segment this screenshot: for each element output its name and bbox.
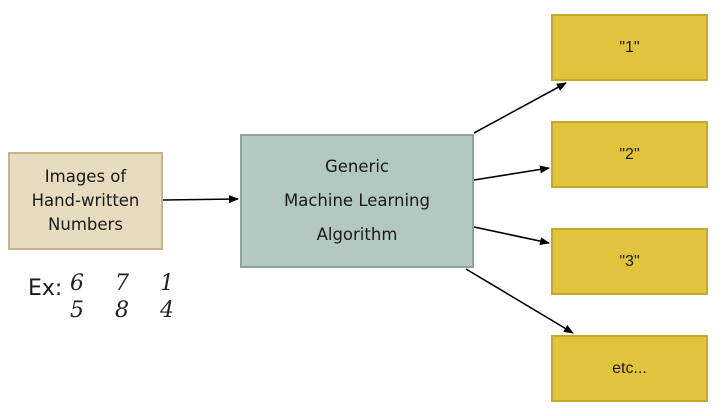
arrow-to-output-2	[473, 165, 550, 181]
arrow-to-output-3	[473, 226, 550, 246]
handwritten-digits-sample: 6 7 1 5 8 4	[70, 270, 186, 324]
arrow-to-output-etc	[465, 268, 574, 334]
arrow-to-output-1	[473, 82, 567, 134]
algo-line-1: Generic	[324, 157, 389, 176]
input-line-3: Numbers	[48, 215, 123, 234]
output-box-etc: etc...	[551, 335, 708, 402]
algo-line-2: Machine Learning	[284, 191, 430, 210]
output-box-3: "3"	[551, 228, 708, 295]
output-box-1: "1"	[551, 14, 708, 81]
output-label-1: "1"	[619, 38, 640, 56]
arrow-input-to-algorithm	[162, 195, 239, 204]
example-label: Ex:	[28, 276, 63, 301]
output-label-etc: etc...	[612, 359, 647, 377]
digits-row-1: 6 7 1	[70, 271, 186, 296]
input-images-box: Images of Hand-written Numbers	[8, 152, 163, 250]
algorithm-box: Generic Machine Learning Algorithm	[240, 134, 474, 268]
output-box-2: "2"	[551, 121, 708, 188]
input-line-1: Images of	[44, 167, 127, 186]
output-label-2: "2"	[619, 145, 640, 163]
digits-row-2: 5 8 4	[70, 298, 186, 323]
algo-line-3: Algorithm	[316, 225, 398, 244]
output-label-3: "3"	[619, 252, 640, 270]
input-line-2: Hand-written	[31, 191, 140, 210]
